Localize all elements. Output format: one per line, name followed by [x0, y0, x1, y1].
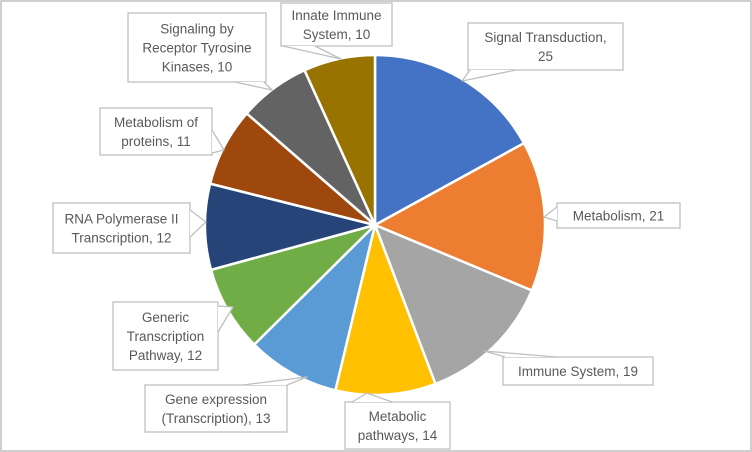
- data-label-box: [52, 202, 191, 254]
- leader-line: [242, 376, 308, 386]
- leader-line: [351, 392, 393, 403]
- data-label-4: Gene expression(Transcription), 13: [144, 376, 308, 433]
- data-label-box: [99, 107, 213, 156]
- data-label-box: [556, 202, 681, 229]
- leader-line: [461, 69, 517, 82]
- data-label-box: [502, 356, 654, 386]
- data-label-2: Immune System, 19: [483, 350, 654, 386]
- leader-line: [543, 206, 558, 222]
- leader-line: [211, 129, 225, 154]
- data-label-box: [467, 22, 624, 71]
- pie-slice-2: [373, 223, 534, 386]
- data-label-text: Immune System, 19: [518, 364, 638, 379]
- data-label-box: [112, 301, 219, 371]
- leader-line: [282, 45, 342, 60]
- data-label-1: Metabolism, 21: [543, 202, 681, 229]
- leader-line: [189, 209, 207, 238]
- pie-slice-4: [252, 223, 377, 392]
- data-label-box: [144, 384, 288, 433]
- leader-line: [483, 350, 557, 358]
- data-label-text: Signal Transduction,25: [484, 30, 606, 64]
- pie-slice-6: [203, 182, 377, 272]
- leader-line: [234, 81, 273, 91]
- data-label-0: Signal Transduction,25: [461, 22, 624, 82]
- leader-line: [217, 305, 234, 333]
- pie-slice-3: [334, 223, 437, 397]
- data-label-box: [344, 401, 451, 450]
- data-label-box: [127, 12, 267, 83]
- data-label-text: Metabolism, 21: [573, 208, 665, 223]
- pie-slice-0: [373, 53, 526, 227]
- data-label-text: Gene expression(Transcription), 13: [161, 392, 270, 426]
- data-label-box: [280, 2, 393, 47]
